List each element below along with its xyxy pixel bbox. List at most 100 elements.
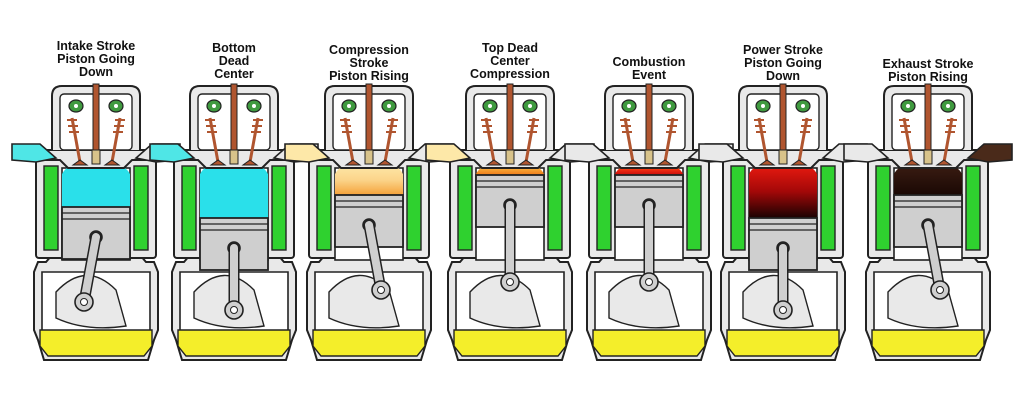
spark-plug-icon bbox=[91, 149, 101, 165]
intake-port bbox=[425, 143, 472, 163]
stage-label-7: Exhaust Stroke Piston Rising bbox=[882, 57, 974, 84]
valve-head bbox=[241, 159, 259, 166]
crank-pin-hole bbox=[506, 278, 514, 286]
valve-head bbox=[624, 159, 642, 166]
stage-label-5: Combustion Event bbox=[612, 55, 686, 82]
stage-label-6: Power Stroke Piston Going Down bbox=[743, 43, 823, 83]
oil-sump bbox=[871, 329, 985, 357]
water-jacket-right bbox=[271, 165, 287, 251]
valve-spring bbox=[666, 119, 678, 133]
cam-hub bbox=[488, 104, 492, 108]
engine-stage-4 bbox=[425, 83, 595, 361]
combustion-chamber bbox=[894, 165, 962, 195]
engine-stage-7 bbox=[843, 83, 1013, 361]
valve-head bbox=[656, 159, 674, 166]
water-jacket-right bbox=[406, 165, 422, 251]
valve-spring bbox=[386, 119, 398, 133]
crank-pin-hole bbox=[779, 306, 787, 314]
cam-hub bbox=[801, 104, 805, 108]
cam-hub bbox=[761, 104, 765, 108]
crank-pin-hole bbox=[80, 298, 88, 306]
spark-plug-icon bbox=[505, 149, 515, 165]
oil-sump bbox=[177, 329, 291, 357]
combustion-chamber bbox=[62, 165, 130, 207]
water-jacket-left bbox=[730, 165, 746, 251]
cam-hub bbox=[74, 104, 78, 108]
oil-sump bbox=[726, 329, 840, 357]
valve-head bbox=[71, 159, 89, 166]
engine-stage-6 bbox=[698, 83, 868, 361]
cam-hub bbox=[627, 104, 631, 108]
valve-spring bbox=[340, 119, 352, 133]
water-jacket-left bbox=[875, 165, 891, 251]
water-jacket-right bbox=[820, 165, 836, 251]
water-jacket-left bbox=[181, 165, 197, 251]
stage-label-2: Bottom Dead Center bbox=[212, 41, 256, 81]
valve-spring bbox=[251, 119, 263, 133]
water-jacket-right bbox=[686, 165, 702, 251]
crank-pin-hole bbox=[377, 286, 385, 294]
valve-spring bbox=[620, 119, 632, 133]
water-jacket-right bbox=[965, 165, 981, 251]
spark-plug-icon bbox=[923, 149, 933, 165]
engine-stage-3 bbox=[284, 83, 454, 361]
valve-spring bbox=[945, 119, 957, 133]
combustion-chamber bbox=[200, 165, 268, 218]
valve-head bbox=[485, 159, 503, 166]
connecting-rod bbox=[80, 233, 100, 306]
exhaust-port bbox=[966, 143, 1013, 163]
valve-head bbox=[935, 159, 953, 166]
intake-port bbox=[564, 143, 611, 163]
valve-spring bbox=[481, 119, 493, 133]
water-jacket-left bbox=[316, 165, 332, 251]
engine-stage-1 bbox=[11, 83, 181, 361]
intake-port bbox=[11, 143, 58, 163]
cam-hub bbox=[252, 104, 256, 108]
intake-port bbox=[284, 143, 331, 163]
engine-stage-5 bbox=[564, 83, 734, 361]
valve-spring bbox=[113, 119, 125, 133]
stage-label-4: Top Dead Center Compression bbox=[470, 41, 550, 81]
spark-plug-icon bbox=[229, 149, 239, 165]
oil-sump bbox=[39, 329, 153, 357]
cam-hub bbox=[906, 104, 910, 108]
spark-plug-body bbox=[645, 83, 653, 155]
valve-head bbox=[103, 159, 121, 166]
valve-spring bbox=[67, 119, 79, 133]
cam-hub bbox=[528, 104, 532, 108]
valve-head bbox=[517, 159, 535, 166]
engine-stage-2 bbox=[149, 83, 319, 361]
crank-pin-hole bbox=[230, 306, 238, 314]
spark-plug-body bbox=[506, 83, 514, 155]
oil-sump bbox=[453, 329, 567, 357]
crank-counterweight bbox=[608, 274, 680, 329]
spark-plug-icon bbox=[778, 149, 788, 165]
spark-plug-body bbox=[924, 83, 932, 155]
spark-plug-icon bbox=[644, 149, 654, 165]
cam-hub bbox=[114, 104, 118, 108]
intake-port bbox=[149, 143, 196, 163]
oil-sump bbox=[312, 329, 426, 357]
spark-plug-body bbox=[779, 83, 787, 155]
water-jacket-left bbox=[43, 165, 59, 251]
combustion-chamber bbox=[335, 165, 403, 195]
valve-spring bbox=[527, 119, 539, 133]
oil-sump bbox=[592, 329, 706, 357]
spark-plug-body bbox=[365, 83, 373, 155]
cam-hub bbox=[667, 104, 671, 108]
crank-pin-hole bbox=[936, 286, 944, 294]
stage-label-1: Intake Stroke Piston Going Down bbox=[56, 39, 136, 79]
intake-port bbox=[843, 143, 890, 163]
cam-hub bbox=[347, 104, 351, 108]
intake-port bbox=[698, 143, 745, 163]
water-jacket-right bbox=[547, 165, 563, 251]
valve-spring bbox=[899, 119, 911, 133]
combustion-chamber bbox=[749, 165, 817, 218]
crank-pin-hole bbox=[645, 278, 653, 286]
spark-plug-body bbox=[92, 83, 100, 155]
cam-hub bbox=[387, 104, 391, 108]
cam-hub bbox=[212, 104, 216, 108]
connecting-rod bbox=[365, 221, 385, 294]
